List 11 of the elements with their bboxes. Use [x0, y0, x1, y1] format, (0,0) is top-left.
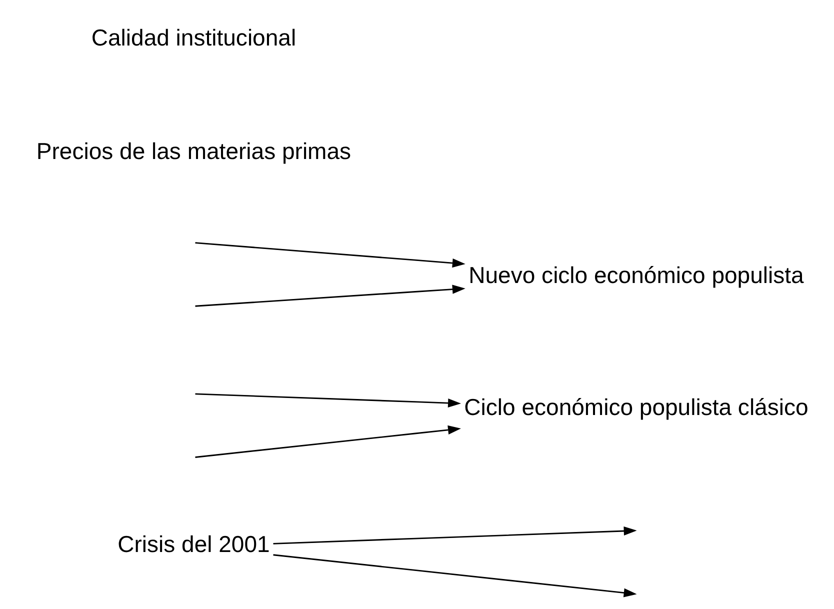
arrow	[272, 526, 636, 544]
node-text: Ciclo económico populista clásico	[464, 394, 808, 420]
node-text: Nuevo ciclo económico populista	[468, 262, 804, 288]
arrow	[194, 284, 465, 307]
node-text: Crisis del 2001	[117, 530, 270, 557]
label: Precios de las materias primas	[36, 138, 351, 164]
arrow	[272, 554, 636, 598]
arrow	[194, 425, 460, 458]
arrow	[194, 393, 461, 408]
label: Calidad institucional	[90, 24, 296, 50]
arrow	[194, 242, 465, 268]
